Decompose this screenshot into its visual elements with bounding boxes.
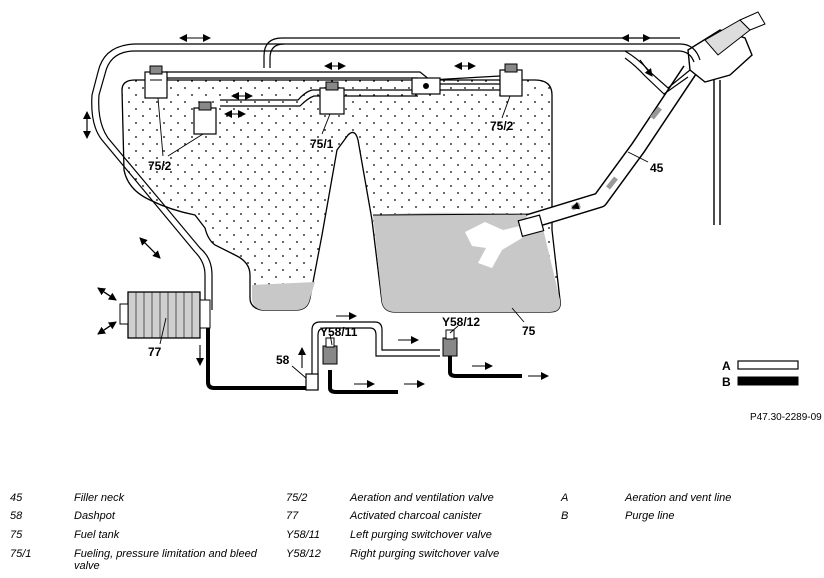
legend-desc: Fueling, pressure limitation and bleed v… <box>74 548 257 572</box>
callout-45: 45 <box>650 161 664 175</box>
legend-code: Y58/11 <box>286 529 321 541</box>
figure-id: P47.30-2289-09 <box>750 412 822 423</box>
aeration-valve-left-2 <box>193 101 217 135</box>
callout-75-1: 75/1 <box>310 137 334 151</box>
dashpot <box>305 373 319 391</box>
vent-lines <box>91 37 701 390</box>
legend-code: A <box>561 492 569 504</box>
callout-75: 75 <box>522 324 536 338</box>
aeration-valve-left <box>144 65 168 99</box>
legend-desc: Filler neck <box>74 492 125 504</box>
key-label-a: A <box>722 359 731 373</box>
legend-desc: Aeration and ventilation valve <box>350 492 494 504</box>
filler-cap <box>687 11 766 225</box>
legend-desc: Purge line <box>625 510 675 522</box>
key-swatch-a <box>737 360 799 370</box>
flow-arrows <box>83 34 653 388</box>
legend-code: 58 <box>10 510 23 522</box>
legend-code: Y58/12 <box>286 548 321 560</box>
fueling-pressure-valve <box>319 81 345 115</box>
aeration-valve-right <box>499 63 523 97</box>
purge-lines <box>206 328 522 394</box>
fuel-evaporative-system-diagram: 75/2 75/1 75/2 45 77 58 Y58/11 Y58/12 75… <box>83 11 822 423</box>
right-purging-switchover-valve <box>442 329 458 357</box>
legend-desc: Fuel tank <box>74 529 120 541</box>
callout-y58-11: Y58/11 <box>320 325 358 339</box>
fuel-tank <box>121 79 561 313</box>
legend-code: B <box>561 510 569 522</box>
legend-desc: Activated charcoal canister <box>350 510 482 522</box>
legend-code: 75/1 <box>10 548 32 560</box>
legend-desc: Right purging switchover valve <box>350 548 500 560</box>
legend-code: 77 <box>286 510 299 522</box>
callout-75-2-left: 75/2 <box>148 159 172 173</box>
key-swatch-b <box>737 376 799 386</box>
legend-code: 75 <box>10 529 23 541</box>
callout-77: 77 <box>148 345 162 359</box>
callout-58: 58 <box>276 353 290 367</box>
filler-neck <box>517 11 766 238</box>
legend-desc: Left purging switchover valve <box>350 529 492 541</box>
left-purging-switchover-valve <box>322 337 338 365</box>
legend-code: 75/2 <box>286 492 308 504</box>
leader-lines <box>157 95 649 379</box>
legend-table: 45 Filler neck 58 Dashpot 75 Fuel tank 7… <box>0 484 824 578</box>
line-type-key: A B <box>722 359 799 389</box>
legend-code: 45 <box>10 492 23 504</box>
legend-desc: Aeration and vent line <box>625 492 732 504</box>
callout-y58-12: Y58/12 <box>442 315 480 329</box>
callout-75-2-right: 75/2 <box>490 119 514 133</box>
key-label-b: B <box>722 375 731 389</box>
activated-charcoal-canister <box>119 291 211 339</box>
legend-desc: Dashpot <box>74 510 115 522</box>
